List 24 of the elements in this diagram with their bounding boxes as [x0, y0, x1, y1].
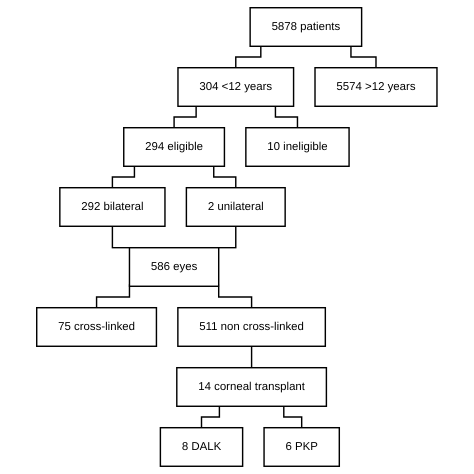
connector [218, 284, 252, 308]
node-box: 6 PKP [264, 426, 340, 467]
connector [213, 166, 237, 188]
node-box: 292 bilateral [59, 187, 166, 227]
node-box: 586 eyes [128, 247, 220, 287]
node-box: 294 eligible [123, 127, 226, 167]
connector [274, 106, 298, 128]
connector [251, 346, 252, 368]
node-box: 75 cross-linked [36, 307, 158, 347]
connector [200, 406, 220, 428]
node-box: 511 non cross-linked [177, 307, 326, 347]
connector [350, 46, 377, 68]
node-box: 10 ineligible [245, 127, 350, 167]
connector [283, 406, 303, 428]
connector [96, 284, 130, 308]
node-box: 8 DALK [160, 426, 244, 467]
connector [174, 106, 197, 128]
node-box: 5574 >12 years [314, 67, 438, 107]
node-box: 304 <12 years [177, 67, 294, 107]
node-box: 14 corneal transplant [176, 366, 328, 407]
connector [235, 46, 262, 68]
node-box: 2 unilateral [186, 187, 286, 227]
node-box: 5878 patients [250, 7, 362, 47]
connector [112, 166, 136, 188]
